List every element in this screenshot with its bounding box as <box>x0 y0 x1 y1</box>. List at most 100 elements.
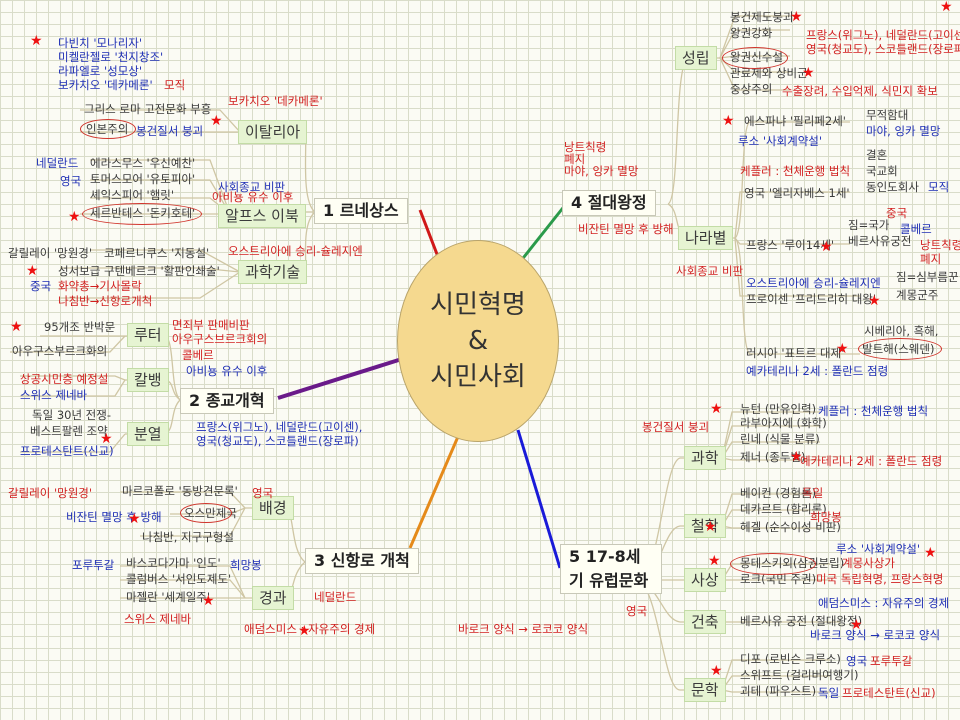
leaf-text: 아우구스부르크화의 <box>12 344 108 358</box>
leaf-text: 모직 <box>928 180 950 194</box>
leaf-text: 콜베르 <box>900 222 932 236</box>
sub-topic-nations[interactable]: 나라별 <box>678 226 734 250</box>
leaf-text: 봉건질서 붕괴 <box>136 124 204 138</box>
star-icon: ★ <box>722 113 735 129</box>
star-icon: ★ <box>802 65 815 81</box>
sub-topic-establish[interactable]: 성립 <box>675 46 717 70</box>
sub-topic-philosophy[interactable]: 철학 <box>684 514 726 538</box>
leaf-text: 바로크 양식 → 로코코 양식 <box>458 622 589 636</box>
leaf-text: 모직 <box>164 78 186 92</box>
center-line-1: 시민혁명 <box>430 290 526 320</box>
leaf-text: 린네 (식물 분류) <box>740 432 820 446</box>
leaf-text: 프로테스탄트(신교) <box>20 444 114 458</box>
leaf-text: 갈릴레이 '망원경' <box>8 246 93 260</box>
sub-topic-science[interactable]: 과학기술 <box>238 260 308 284</box>
leaf-text: 코페르니쿠스 '지동설' <box>104 246 210 260</box>
leaf-text: 프랑스 '루이14세' <box>746 238 835 252</box>
leaf-text: 라부아지에 (화학) <box>740 416 827 430</box>
leaf-text: 영국 <box>626 604 648 618</box>
leaf-text: 봉건질서 붕괴 <box>642 420 710 434</box>
leaf-text: 콜럼버스 '서인도제도' <box>126 572 232 586</box>
leaf-text: 봉건제도붕괴 <box>730 10 794 24</box>
star-icon: ★ <box>708 553 721 569</box>
star-icon: ★ <box>710 401 723 417</box>
center-topic: 시민혁명 & 시민사회 <box>397 240 559 442</box>
star-icon: ★ <box>940 0 953 15</box>
leaf-text: 희망봉 <box>230 558 262 572</box>
star-icon: ★ <box>820 239 833 255</box>
leaf-text: 희망봉 <box>810 510 842 524</box>
star-icon: ★ <box>836 341 849 357</box>
sub-topic-architecture[interactable]: 건축 <box>684 610 726 634</box>
leaf-text: 케플러 : 천체운행 법칙 <box>740 164 851 178</box>
main-topic-new-route[interactable]: 3 신항로 개척 <box>305 548 419 574</box>
main-topic-renaissance[interactable]: 1 르네상스 <box>314 198 408 224</box>
leaf-text: 프랑스(위그노), 네덜란드(고이센), <box>806 28 960 42</box>
leaf-text: 왕권강화 <box>730 26 773 40</box>
leaf-text: 베이컨 (경험론) <box>740 486 817 500</box>
leaf-text: 포루투갈 <box>870 654 913 668</box>
leaf-text: 계몽군주 <box>896 288 939 302</box>
sub-topic-luther[interactable]: 루터 <box>127 323 169 347</box>
leaf-text: 예카테리나 2세 : 폴란드 점령 <box>746 364 889 378</box>
leaf-text: 나침반, 지구구형설 <box>142 530 234 544</box>
sub-topic-calvin[interactable]: 칼뱅 <box>127 368 169 392</box>
sub-topic-science-culture[interactable]: 과학 <box>684 446 726 470</box>
leaf-text: 사회종교 비판 <box>676 264 744 278</box>
leaf-text: 국교회 <box>866 164 898 178</box>
leaf-text: 라파엘로 '성모상' <box>58 64 143 78</box>
leaf-text: 미켈란젤로 '천지창조' <box>58 50 164 64</box>
sub-topic-literature[interactable]: 문학 <box>684 678 726 702</box>
sub-topic-background[interactable]: 배경 <box>252 496 294 520</box>
leaf-text: 영국 <box>846 654 868 668</box>
leaf-text: 무적함대 <box>866 108 909 122</box>
sub-topic-route[interactable]: 경과 <box>252 586 294 610</box>
leaf-text: 스위스 제네바 <box>124 612 192 626</box>
leaf-text: 나침반→신항로개척 <box>58 294 153 308</box>
main-topic-absolutism[interactable]: 4 절대왕정 <box>562 190 656 216</box>
leaf-text: 중국 <box>886 206 908 220</box>
sub-topic-italy[interactable]: 이탈리아 <box>238 120 308 144</box>
sub-topic-alps[interactable]: 알프스 이북 <box>218 204 306 228</box>
leaf-text: 갈릴레이 '망원경' <box>8 486 93 500</box>
leaf-text: 포루투갈 <box>72 558 115 572</box>
main-topic-culture[interactable]: 5 17-8세기 유럽문화 <box>560 544 662 594</box>
leaf-text: 셰익스피어 '햄릿' <box>90 188 175 202</box>
spoke-route <box>408 431 462 549</box>
leaf-text: 중국 <box>30 279 52 293</box>
leaf-text: 동인도회사 <box>866 180 919 194</box>
leaf-text: 독일 30년 전쟁- <box>32 408 111 422</box>
sub-topic-split[interactable]: 분열 <box>127 422 169 446</box>
leaf-text: 다빈치 '모나리자' <box>58 36 143 50</box>
leaf-text: 러시아 '표트르 대제' <box>746 346 845 360</box>
leaf-text: 짐=국가 <box>848 218 890 232</box>
sub-topic-thought[interactable]: 사상 <box>684 568 726 592</box>
center-line-2: & <box>467 326 489 356</box>
leaf-text: 화약총→기사몰락 <box>58 279 142 293</box>
leaf-text: 영국(청교도), 스코틀랜드(장로파) <box>196 434 359 448</box>
star-icon: ★ <box>30 33 43 49</box>
star-icon: ★ <box>790 449 803 465</box>
leaf-text: 프로테스탄트(신교) <box>842 686 936 700</box>
leaf-text: 그리스 로마 고전문화 부흥 <box>84 102 212 116</box>
highlight-ring <box>858 338 942 360</box>
star-icon: ★ <box>924 545 937 561</box>
leaf-text: 구텐베르크 '활판인쇄술' <box>104 264 220 278</box>
leaf-text: 수출장려, 수입억제, 식민지 확보 <box>782 84 938 98</box>
leaf-text: 사회종교 비판 <box>218 180 286 194</box>
leaf-text: 애덤스미스 : 자유주의 경제 <box>244 622 376 636</box>
leaf-text: 마야, 잉카 멸망 <box>564 164 639 178</box>
leaf-text: 에스파냐 '필리페2세' <box>744 114 846 128</box>
star-icon: ★ <box>202 593 215 609</box>
leaf-text: 프랑스(위그노), 네덜란드(고이센), <box>196 420 363 434</box>
leaf-text: 예카테리나 2세 : 폴란드 점령 <box>800 454 943 468</box>
star-icon: ★ <box>210 113 223 129</box>
main-topic-reformation[interactable]: 2 종교개혁 <box>180 388 274 414</box>
leaf-text: 제너 (종두법) <box>740 450 806 464</box>
star-icon: ★ <box>26 263 39 279</box>
star-icon: ★ <box>704 519 717 535</box>
leaf-text: 마르코폴로 '동방견문록' <box>122 484 238 498</box>
leaf-text: 로크(국민 주권) <box>740 572 817 586</box>
leaf-text: 영국 <box>60 174 82 188</box>
star-icon: ★ <box>710 663 723 679</box>
